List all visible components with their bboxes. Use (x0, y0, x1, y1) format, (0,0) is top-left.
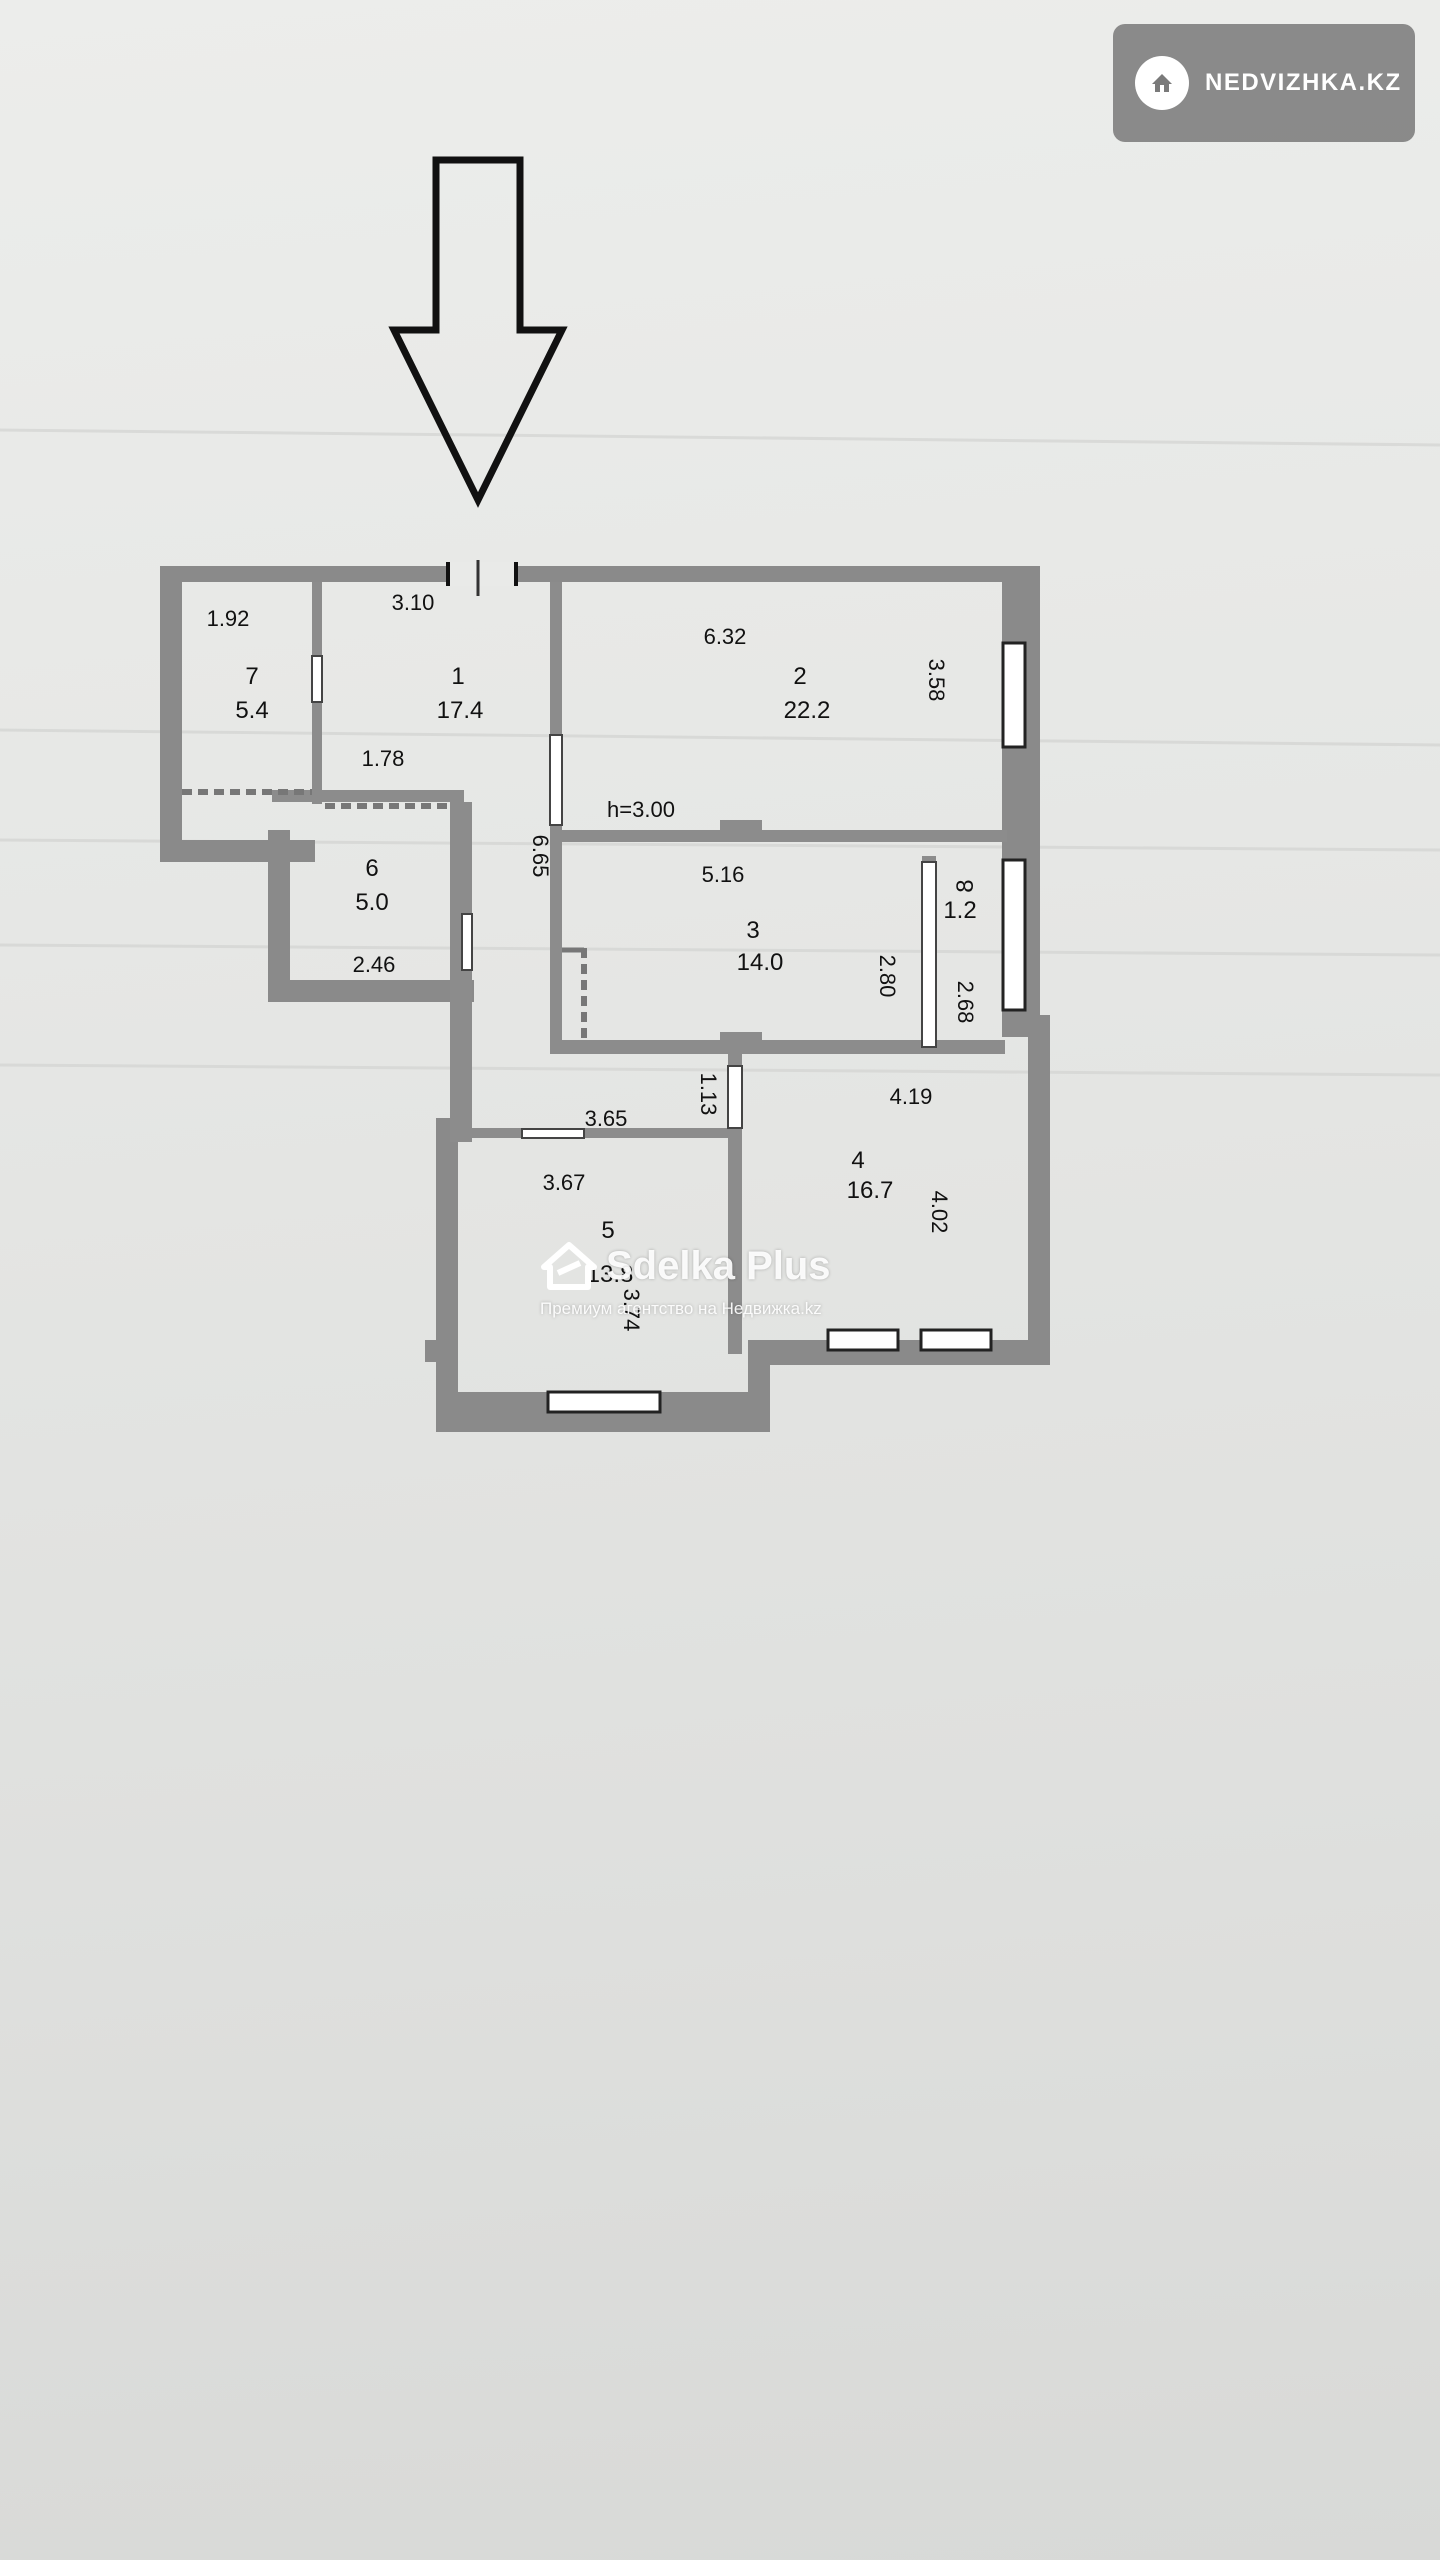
dim-1-78: 1.78 (362, 746, 405, 771)
room-4-number: 4 (851, 1147, 864, 1174)
dim-2-68: 2.68 (953, 981, 978, 1024)
dim-1-92: 1.92 (207, 606, 250, 631)
room-7-number: 7 (245, 663, 258, 690)
dim-3-74: 3.74 (619, 1289, 644, 1332)
window-room-2 (1001, 641, 1027, 749)
background-bleed-lines (0, 428, 1440, 1077)
watermark-title: Sdelka Plus (606, 1243, 831, 1288)
room-2-area: 22.2 (784, 697, 831, 724)
window-room-5 (546, 1390, 662, 1414)
room-2-number: 2 (793, 663, 806, 690)
room-8-number: 8 (952, 879, 979, 892)
dim-3-10: 3.10 (392, 590, 435, 615)
room-6-area: 5.0 (355, 889, 388, 916)
storage-dashes (182, 789, 587, 1040)
dimension-labels: 1.92 3.10 6.32 3.58 1.78 6.65 5.16 2.46 … (207, 590, 978, 1331)
dim-4-19: 4.19 (890, 1084, 933, 1109)
ceiling-height: h=3.00 (607, 797, 675, 822)
entrance-arrow-icon (388, 156, 568, 508)
dim-3-65: 3.65 (585, 1106, 628, 1131)
dim-6-32: 6.32 (704, 624, 747, 649)
dim-1-13: 1.13 (696, 1073, 721, 1116)
dim-4-02: 4.02 (927, 1191, 952, 1234)
room-8-area: 1.2 (943, 897, 976, 924)
window-room-4-b (919, 1328, 993, 1352)
watermark-subtitle: Премиум агентство на Недвижка.kz (540, 1299, 822, 1318)
room-labels: 7 5.4 1 17.4 2 22.2 6 5.0 3 14.0 8 1.2 4… (235, 663, 979, 1288)
dim-2-46: 2.46 (353, 952, 396, 977)
interior-doors (311, 655, 937, 1139)
entrance-door (446, 560, 518, 596)
window-room-4-a (826, 1328, 900, 1352)
house-logo-icon (541, 1242, 597, 1290)
room-1-area: 17.4 (437, 697, 484, 724)
house-icon (1135, 56, 1189, 110)
room-5-number: 5 (601, 1217, 614, 1244)
site-badge-text: NEDVIZHKA.KZ (1205, 69, 1402, 96)
room-7-area: 5.4 (235, 697, 268, 724)
room-4-area: 16.7 (847, 1177, 894, 1204)
dim-3-67: 3.67 (543, 1170, 586, 1195)
dim-2-80: 2.80 (875, 955, 900, 998)
room-1-number: 1 (451, 663, 464, 690)
windows (546, 641, 1027, 1414)
room-3-number: 3 (746, 917, 759, 944)
window-room-8 (1001, 858, 1027, 1012)
dim-6-65: 6.65 (528, 835, 553, 878)
dim-5-16: 5.16 (702, 862, 745, 887)
room-6-number: 6 (365, 855, 378, 882)
site-badge[interactable]: NEDVIZHKA.KZ (1113, 24, 1415, 142)
dim-3-58: 3.58 (924, 659, 949, 702)
agency-watermark: Sdelka Plus Премиум агентство на Недвижк… (538, 1235, 918, 1335)
room-3-area: 14.0 (737, 949, 784, 976)
